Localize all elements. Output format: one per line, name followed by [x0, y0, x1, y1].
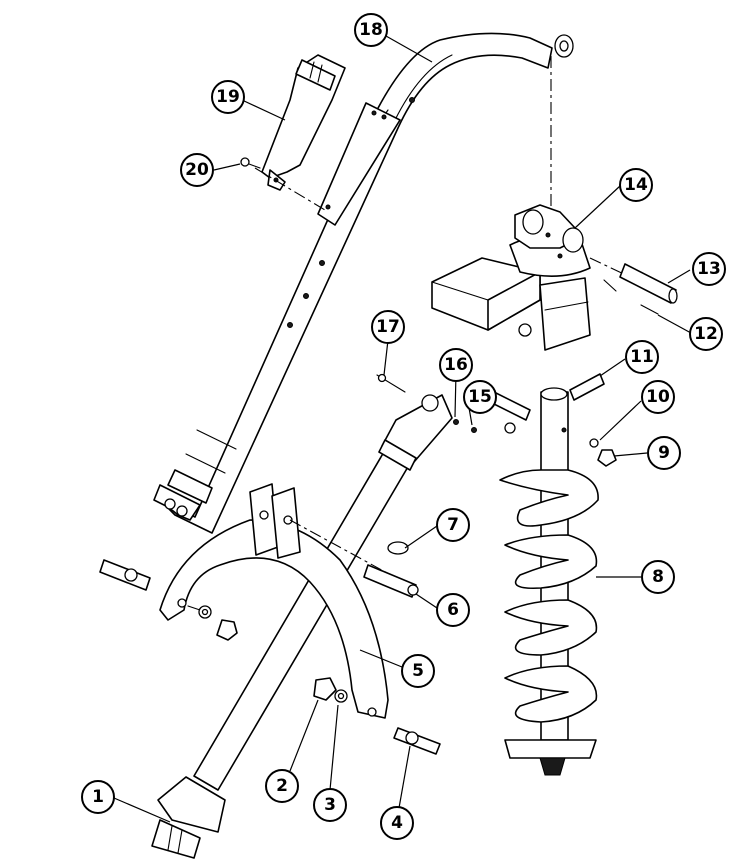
balloon-19: 19	[211, 80, 245, 114]
balloon-4: 4	[380, 806, 414, 840]
balloon-16: 16	[439, 348, 473, 382]
balloon-5-label: 5	[412, 661, 424, 681]
u-frame	[159, 483, 389, 719]
handle-bracket	[261, 54, 346, 191]
balloon-20: 20	[180, 153, 214, 187]
balloon-12-label: 12	[694, 324, 718, 344]
balloon-3: 3	[313, 788, 347, 822]
balloon-11-label: 11	[630, 347, 654, 367]
balloon-11: 11	[625, 340, 659, 374]
balloon-19-label: 19	[216, 87, 240, 107]
balloon-1: 1	[81, 780, 115, 814]
balloon-7: 7	[436, 508, 470, 542]
balloon-14: 14	[619, 168, 653, 202]
leader-lines	[113, 35, 692, 823]
balloon-17: 17	[371, 310, 405, 344]
balloon-16-label: 16	[444, 355, 468, 375]
balloon-18: 18	[354, 13, 388, 47]
balloon-9-label: 9	[658, 443, 670, 463]
boom-arm	[153, 32, 574, 534]
screw-20	[240, 157, 261, 169]
balloon-13-label: 13	[697, 259, 721, 279]
balloon-12: 12	[689, 317, 723, 351]
pin-13	[619, 263, 678, 304]
balloon-2-label: 2	[276, 776, 288, 796]
balloon-6-label: 6	[447, 600, 459, 620]
balloon-1-label: 1	[92, 787, 104, 807]
balloon-18-label: 18	[359, 20, 383, 40]
balloon-5: 5	[401, 654, 435, 688]
balloon-13: 13	[692, 252, 726, 286]
balloon-3-label: 3	[324, 795, 336, 815]
balloon-8: 8	[641, 560, 675, 594]
balloon-17-label: 17	[376, 317, 400, 337]
balloon-15: 15	[463, 380, 497, 414]
gearbox	[431, 204, 591, 351]
balloon-6: 6	[436, 593, 470, 627]
balloon-15-label: 15	[468, 387, 492, 407]
balloon-2: 2	[265, 769, 299, 803]
balloon-10: 10	[641, 380, 675, 414]
auger	[499, 387, 599, 776]
drive-shaft	[151, 394, 453, 859]
balloon-4-label: 4	[391, 813, 403, 833]
balloon-14-label: 14	[624, 175, 648, 195]
balloon-9: 9	[647, 436, 681, 470]
balloon-7-label: 7	[447, 515, 459, 535]
balloon-10-label: 10	[646, 387, 670, 407]
balloon-20-label: 20	[185, 160, 209, 180]
balloon-8-label: 8	[652, 567, 664, 587]
cotter-pin-12	[603, 279, 659, 315]
